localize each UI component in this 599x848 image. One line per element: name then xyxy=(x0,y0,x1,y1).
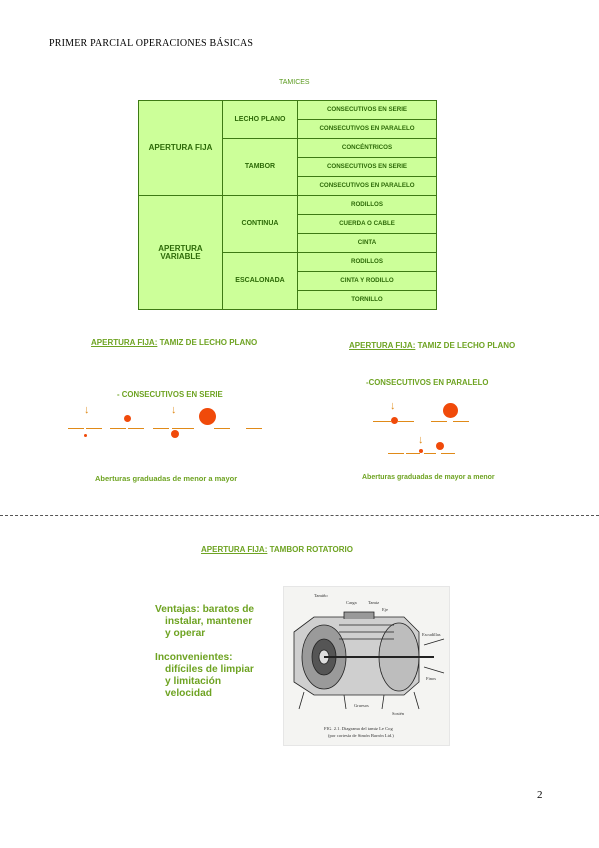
down-arrow-icon: ↓ xyxy=(418,434,424,446)
ventajas-line: y operar xyxy=(165,628,206,639)
screen-line xyxy=(388,453,404,454)
table-title: TAMICES xyxy=(279,79,310,86)
screen-line xyxy=(424,453,436,454)
figure-label: Carga xyxy=(346,600,357,605)
title-rest: TAMIZ DE LECHO PLANO xyxy=(415,341,516,350)
right-diagram-note: Aberturas graduadas de mayor a menor xyxy=(362,474,495,481)
figure-label: Tamiño xyxy=(314,593,328,598)
particle-small xyxy=(124,415,131,422)
right-diagram-subtitle: -CONSECUTIVOS EN PARALELO xyxy=(366,378,489,387)
down-arrow-icon: ↓ xyxy=(390,400,396,412)
screen-line xyxy=(441,453,455,454)
right-diagram-title: APERTURA FIJA: TAMIZ DE LECHO PLANO xyxy=(349,341,515,350)
title-underlined: APERTURA FIJA: xyxy=(349,341,416,350)
figure-label: Gruesos xyxy=(354,703,369,708)
table-cell: CUERDA O CABLE xyxy=(297,214,437,234)
screen-line xyxy=(214,428,230,429)
figure-caption: FIG. 2.1. Diagrama del tamiz Le Cog xyxy=(324,726,393,731)
inconvenientes-line: velocidad xyxy=(165,688,212,699)
table-cell: CINTA Y RODILLO xyxy=(297,271,437,291)
cell-tambor: TAMBOR xyxy=(222,138,298,196)
particle-large xyxy=(199,408,216,425)
title-underlined: APERTURA FIJA: xyxy=(91,338,158,347)
page-header: PRIMER PARCIAL OPERACIONES BÁSICAS xyxy=(49,38,254,49)
particle-medium xyxy=(391,417,398,424)
variable-label: VARIABLE xyxy=(160,251,201,261)
cell-escalonada: ESCALONADA xyxy=(222,252,298,310)
inconvenientes-line: y limitación xyxy=(165,676,222,687)
table-cell: CONSECUTIVOS EN PARALELO xyxy=(297,119,437,139)
screen-line xyxy=(431,421,447,422)
screen-line xyxy=(153,428,169,429)
screen-line xyxy=(453,421,469,422)
screen-line xyxy=(172,428,194,429)
table-cell: CONSECUTIVOS EN SERIE xyxy=(297,100,437,120)
title-underlined: APERTURA FIJA: xyxy=(201,545,268,554)
table-cell: CONSECUTIVOS EN SERIE xyxy=(297,157,437,177)
table-cell: RODILLOS xyxy=(297,195,437,215)
tambor-figure: Tamiño Carga Tamiz Eje Escudillas Finos … xyxy=(283,586,450,746)
cell-continua: CONTINUA xyxy=(222,195,298,253)
tambor-title: APERTURA FIJA: TAMBOR ROTATORIO xyxy=(201,545,353,554)
screen-line xyxy=(406,453,420,454)
figure-label: Sostén xyxy=(392,711,405,716)
pros-cons-list: Ventajas: baratos de instalar, mantener … xyxy=(155,604,254,700)
ventajas-line: instalar, mantener xyxy=(165,616,253,627)
particle-small xyxy=(436,442,444,450)
down-arrow-icon: ↓ xyxy=(84,404,90,416)
cell-apertura-variable: APERTURA VARIABLE xyxy=(138,195,223,310)
left-diagram-note: Aberturas graduadas de menor a mayor xyxy=(95,474,238,483)
table-cell: CONCÉNTRICOS xyxy=(297,138,437,158)
table-cell: RODILLOS xyxy=(297,252,437,272)
screen-line xyxy=(86,428,102,429)
figure-label: Escudillas xyxy=(422,632,441,637)
inconvenientes-line: Inconvenientes: xyxy=(155,652,233,663)
figure-label: Tamiz xyxy=(368,600,380,605)
table-cell: CONSECUTIVOS EN PARALELO xyxy=(297,176,437,196)
screen-line xyxy=(246,428,262,429)
screen-line xyxy=(373,421,391,422)
inconvenientes-line: difíciles de limpiar xyxy=(165,664,254,675)
table-cell: CINTA xyxy=(297,233,437,253)
cell-lecho-plano: LECHO PLANO xyxy=(222,100,298,139)
rotary-drum-illustration xyxy=(293,611,445,710)
screen-line xyxy=(398,421,414,422)
particle-dot xyxy=(84,434,87,437)
page-number: 2 xyxy=(537,789,543,801)
title-rest: TAMIZ DE LECHO PLANO xyxy=(157,338,258,347)
title-rest: TAMBOR ROTATORIO xyxy=(267,545,353,554)
particle-dot xyxy=(419,449,423,453)
tamices-table: APERTURA FIJA LECHO PLANO CONSECUTIVOS E… xyxy=(138,100,437,310)
apertura-label: APERTURA xyxy=(158,243,203,253)
figure-label: Finos xyxy=(426,676,437,681)
figure-label: Eje xyxy=(382,607,388,612)
down-arrow-icon: ↓ xyxy=(171,404,177,416)
left-diagram-subtitle: - CONSECUTIVOS EN SERIE xyxy=(117,390,223,399)
particle-large xyxy=(443,403,458,418)
section-divider xyxy=(0,515,599,516)
left-diagram-title: APERTURA FIJA: TAMIZ DE LECHO PLANO xyxy=(91,338,257,347)
screen-line xyxy=(68,428,84,429)
figure-caption: (por cortesía de Simón Barrón Ltd.) xyxy=(328,733,394,738)
particle-medium xyxy=(171,430,179,438)
screen-line xyxy=(110,428,126,429)
cell-apertura-fija: APERTURA FIJA xyxy=(138,100,223,196)
ventajas-line: Ventajas: baratos de xyxy=(155,604,255,615)
screen-line xyxy=(128,428,144,429)
table-cell: TORNILLO xyxy=(297,290,437,310)
